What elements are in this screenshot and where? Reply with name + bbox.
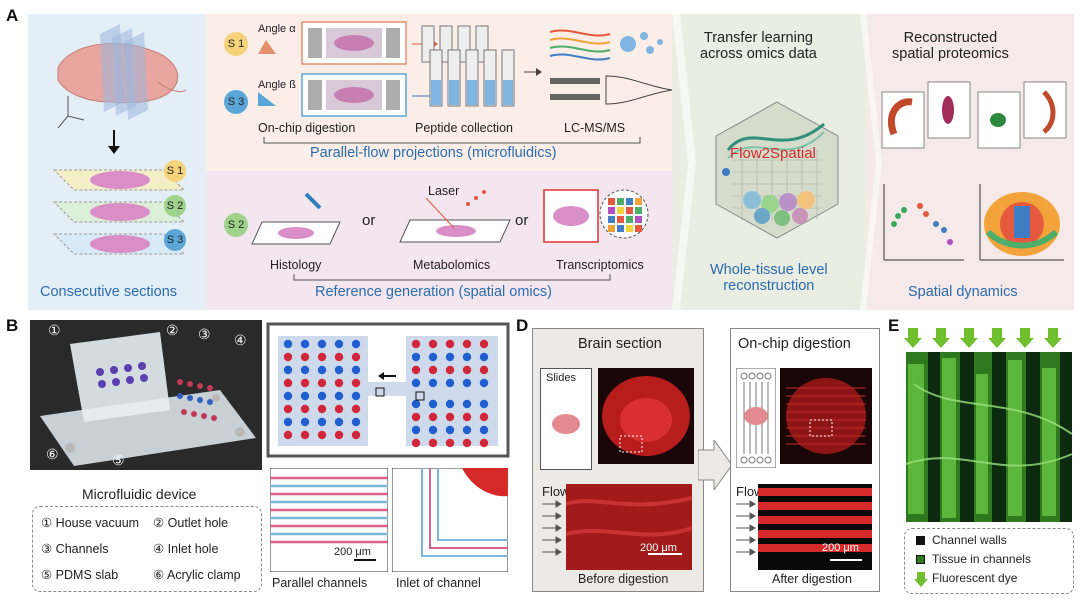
scale-left: 200 μm <box>640 542 677 554</box>
slide-tissue <box>552 414 580 434</box>
device-caption: Microfluidic device <box>82 486 197 502</box>
legend-outlet-hole: ② Outlet hole <box>153 516 229 530</box>
inlet-of-channel-caption: Inlet of channel <box>396 576 481 590</box>
chip-slide <box>736 368 776 468</box>
reconstructed-bg <box>866 14 1074 310</box>
legend-fluorescent-dye: Fluorescent dye <box>932 571 1018 585</box>
transfer-learning-label: Transfer learning across omics data <box>700 30 817 62</box>
legend-inlet-hole: ④ Inlet hole <box>153 542 219 556</box>
dye-arrow-icon <box>914 572 928 587</box>
callout-4: ④ <box>234 332 247 348</box>
reference-generation-label: Reference generation (spatial omics) <box>315 284 552 300</box>
parallel-flow-label: Parallel-flow projections (microfluidics… <box>310 145 557 161</box>
parallel-channels-caption: Parallel channels <box>272 576 368 590</box>
after-digestion-label: After digestion <box>772 572 852 586</box>
flow-arrows-left <box>542 500 562 556</box>
legend-channel-walls: Channel walls <box>932 533 1007 547</box>
channel-walls-swatch <box>916 536 925 545</box>
inlet-of-channel-image <box>392 468 508 572</box>
parallel-scale-label: 200 μm <box>334 546 371 558</box>
parallel-flow-bracket <box>263 137 641 144</box>
peptide-collection-label: Peptide collection <box>415 121 513 135</box>
transcriptomics-label: Transcriptomics <box>556 258 644 272</box>
legend-house-vacuum: ① House vacuum <box>41 516 140 530</box>
peptide-lcms-illustration <box>412 25 673 107</box>
reference-bracket <box>293 274 611 281</box>
brain-section-title: Brain section <box>578 336 662 352</box>
flow-label-left: Flow <box>542 484 570 499</box>
or-1: or <box>362 212 376 229</box>
before-digestion-label: Before digestion <box>578 572 669 586</box>
lcms-label: LC-MS/MS <box>564 121 626 135</box>
angle-beta-label: Angle ß <box>258 79 296 91</box>
section-tag-s2: S 2 <box>164 195 186 217</box>
metabolomics-label: Metabolomics <box>413 258 491 272</box>
device-legend: ① House vacuum ② Outlet hole ③ Channels … <box>32 506 262 592</box>
panel-a-label: A <box>6 6 19 25</box>
legend-tissue-in-channels: Tissue in channels <box>932 552 1031 566</box>
before-digestion-image <box>566 484 692 570</box>
parallel-channels-image <box>270 468 388 572</box>
section-tag-s3: S 3 <box>164 229 186 251</box>
flow-label-right: Flow <box>736 484 764 499</box>
fluorescence-image <box>904 328 1073 522</box>
legend-channels: ③ Channels <box>41 542 109 556</box>
or-2: or <box>515 212 529 229</box>
legend-pdms-slab: ⑤ PDMS slab <box>41 568 119 582</box>
s3-badge: S 3 <box>224 90 248 114</box>
on-chip-title: On-chip digestion <box>738 336 851 352</box>
callout-6: ⑥ <box>46 446 59 462</box>
histology-label: Histology <box>270 258 322 272</box>
panel-d-label: D <box>516 316 529 335</box>
after-digestion-image <box>758 484 872 570</box>
flow2spatial-label: Flow2Spatial <box>730 145 816 162</box>
spatial-omics-illustration <box>251 189 649 245</box>
s1-badge: S 1 <box>224 32 248 56</box>
flow2spatial-hexagon <box>715 101 839 239</box>
angle-icons <box>258 40 276 106</box>
scale-right: 200 μm <box>822 542 859 554</box>
microfluidic-device-photo <box>30 320 262 470</box>
callout-2: ② <box>166 322 179 338</box>
brain-section-image <box>598 368 694 464</box>
reconstructed-label: Reconstructed spatial proteomics <box>892 30 1009 62</box>
spatial-dynamics-label: Spatial dynamics <box>908 284 1018 300</box>
callout-3: ③ <box>198 326 211 342</box>
panel-e-label: E <box>888 316 900 335</box>
panel-b-label: B <box>6 316 19 335</box>
consecutive-sections-label: Consecutive sections <box>40 284 178 300</box>
callout-1: ① <box>48 322 61 338</box>
laser-label: Laser <box>428 184 460 198</box>
angle-alpha-label: Angle α <box>258 23 296 35</box>
s2-badge: S 2 <box>224 213 248 237</box>
chip-illustrations <box>301 21 407 117</box>
whole-tissue-label: Whole-tissue level reconstruction <box>710 262 828 294</box>
slides-label: Slides <box>546 372 576 384</box>
chip-inlet-outlet-schematic <box>266 322 510 458</box>
panel-d-arrow <box>698 440 732 490</box>
brain-sections-illustration <box>52 24 187 255</box>
reconstructed-maps <box>881 81 1067 261</box>
panel-a-chevrons <box>672 14 882 310</box>
callout-5: ⑤ <box>112 452 125 468</box>
tissue-swatch <box>916 555 925 564</box>
flow-arrows-right <box>736 500 756 556</box>
on-chip-digestion-label: On-chip digestion <box>258 121 356 135</box>
legend-acrylic-clamp: ⑥ Acrylic clamp <box>153 568 241 582</box>
fluorescence-legend <box>904 528 1074 594</box>
on-chip-brain-image <box>780 368 872 464</box>
section-tag-s1: S 1 <box>164 160 186 182</box>
